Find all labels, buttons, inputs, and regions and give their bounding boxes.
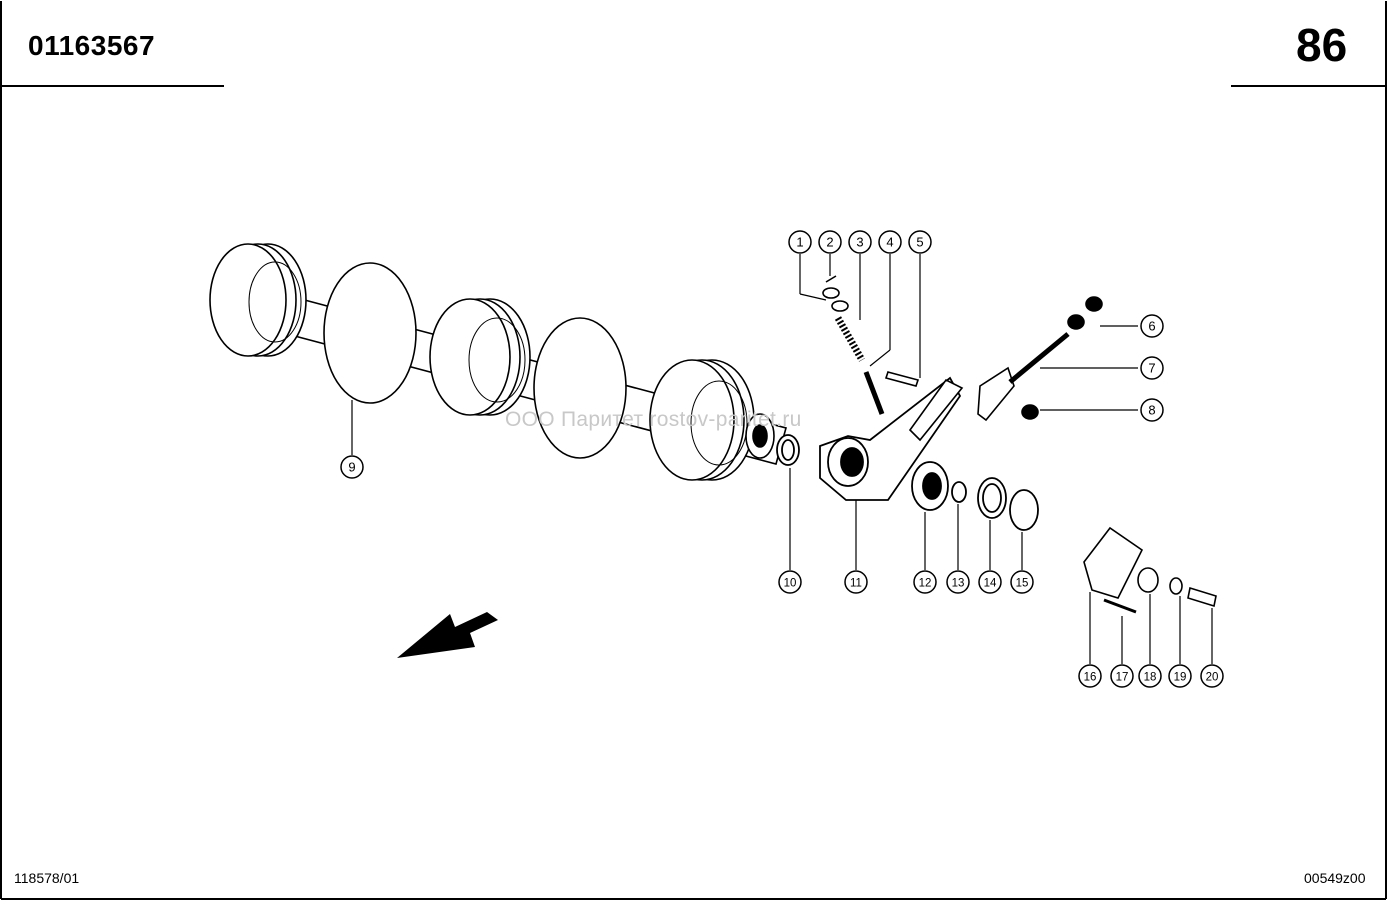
ring-15 xyxy=(1009,489,1039,531)
callout-label: 7 xyxy=(1148,361,1155,376)
callout-label: 14 xyxy=(984,578,997,590)
callout-label: 1 xyxy=(796,235,803,250)
callout-label: 8 xyxy=(1148,403,1155,418)
tensioner-parts xyxy=(822,275,1103,442)
direction-arrow xyxy=(397,612,498,658)
watermark: ООО Паритет rostov-paritet.ru xyxy=(505,408,802,431)
roller-shaft xyxy=(209,243,787,481)
roller-disc xyxy=(323,262,417,404)
callout-14: 14 xyxy=(978,570,1002,594)
roller-disc xyxy=(533,317,627,459)
callout-label: 11 xyxy=(850,578,862,590)
roller-hub xyxy=(209,243,307,357)
callout-2: 2 xyxy=(818,230,842,254)
callout-18: 18 xyxy=(1138,664,1162,688)
roller-hub xyxy=(649,359,755,481)
callout-16: 16 xyxy=(1078,664,1102,688)
callout-4: 4 xyxy=(878,230,902,254)
callout-13: 13 xyxy=(946,570,970,594)
callout-label: 18 xyxy=(1144,672,1157,684)
callout-7: 7 xyxy=(1140,356,1164,380)
callout-15: 15 xyxy=(1010,570,1034,594)
callout-17: 17 xyxy=(1110,664,1134,688)
callout-label: 10 xyxy=(784,578,797,590)
callout-label: 13 xyxy=(952,578,965,590)
callout-10: 10 xyxy=(778,570,802,594)
callout-19: 19 xyxy=(1168,664,1192,688)
callout-label: 16 xyxy=(1084,672,1097,684)
callout-9: 9 xyxy=(340,455,364,479)
callout-12: 12 xyxy=(913,570,937,594)
callout-label: 2 xyxy=(826,235,833,250)
roller-hub xyxy=(429,298,531,416)
document-number: 01163567 xyxy=(28,30,156,61)
callout-11: 11 xyxy=(844,570,868,594)
page-number: 86 xyxy=(1296,19,1348,71)
ring-10 xyxy=(776,434,800,466)
callout-label: 5 xyxy=(916,235,923,250)
callout-6: 6 xyxy=(1140,314,1164,338)
footer-left-code: 118578/01 xyxy=(14,870,80,886)
callout-label: 12 xyxy=(919,578,932,590)
ring-13 xyxy=(951,481,967,503)
callout-label: 17 xyxy=(1116,672,1129,684)
callout-label: 3 xyxy=(856,235,863,250)
callout-label: 19 xyxy=(1174,672,1187,684)
callout-label: 6 xyxy=(1148,319,1155,334)
callout-label: 15 xyxy=(1016,578,1029,590)
callout-8: 8 xyxy=(1140,398,1164,422)
callout-label: 9 xyxy=(348,460,355,475)
callout-20: 20 xyxy=(1200,664,1224,688)
leader-lines xyxy=(351,254,1213,664)
callout-5: 5 xyxy=(908,230,932,254)
footer-right-code: 00549z00 xyxy=(1304,870,1366,886)
callout-label: 20 xyxy=(1206,672,1219,684)
clamp-parts xyxy=(1083,526,1217,614)
callout-1: 1 xyxy=(788,230,812,254)
callout-3: 3 xyxy=(848,230,872,254)
callout-label: 4 xyxy=(886,235,893,250)
